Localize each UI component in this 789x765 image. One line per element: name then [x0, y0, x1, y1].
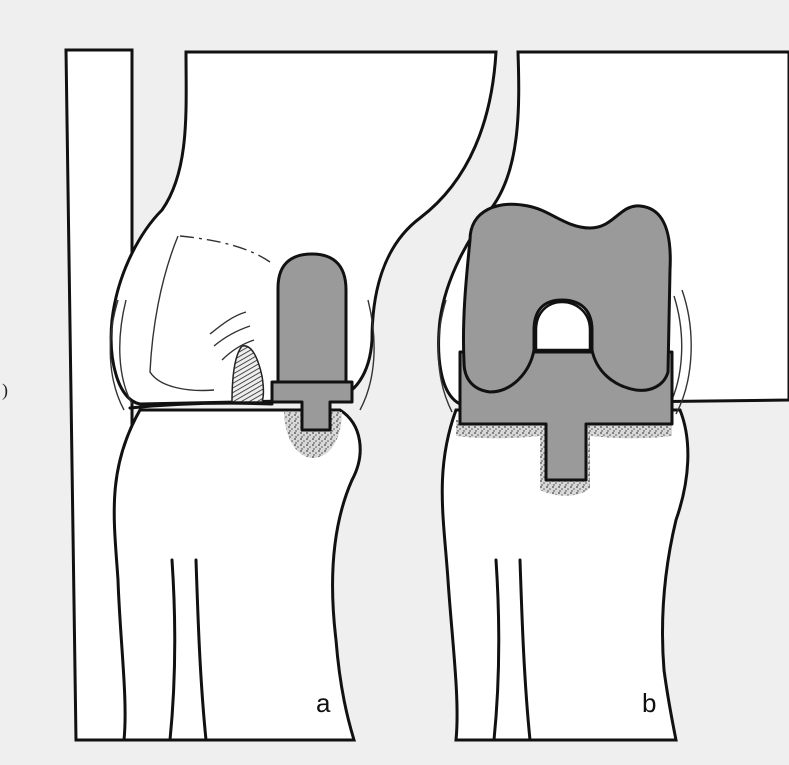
panel-b-intercondylar-notch [536, 302, 590, 350]
panel-a-femoral-component [278, 254, 346, 388]
panel-b-label: b [642, 688, 656, 718]
page-edge-mark: ) [2, 380, 8, 401]
panel-a-label: a [316, 688, 331, 718]
